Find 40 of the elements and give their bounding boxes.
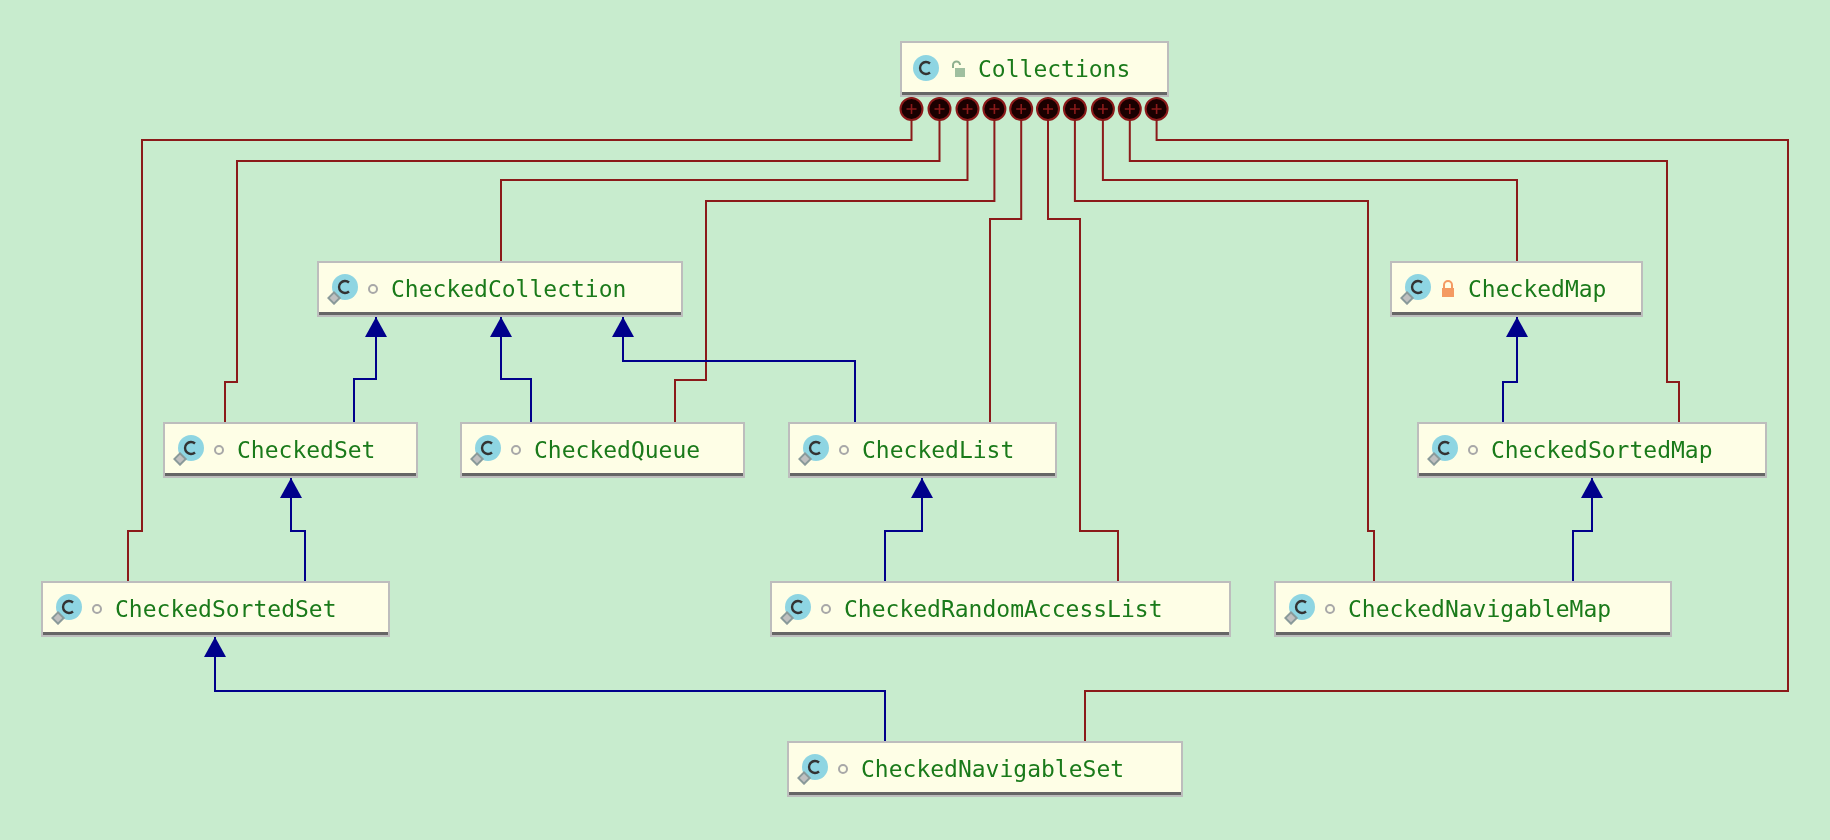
inner-class-connector <box>674 96 1007 423</box>
inheritance-arrow <box>353 316 387 423</box>
class-box <box>460 422 745 478</box>
inheritance-arrow <box>1572 477 1603 582</box>
class-name: CheckedSortedSet <box>115 596 337 622</box>
inheritance-arrow <box>884 477 933 582</box>
class-name: CheckedNavigableSet <box>861 756 1125 782</box>
inner-class-connector <box>500 96 980 262</box>
class-name: CheckedMap <box>1468 276 1607 302</box>
class-box <box>787 741 1183 797</box>
class-name: CheckedRandomAccessList <box>844 596 1163 622</box>
class-name: Collections <box>978 56 1131 82</box>
inheritance-arrow <box>490 316 532 423</box>
inheritance-arrow <box>204 636 886 742</box>
inheritance-arrow <box>612 316 856 423</box>
class-box <box>163 422 418 478</box>
inner-class-connector <box>127 96 924 582</box>
inner-class-connector <box>1036 96 1119 582</box>
inner-class-connector <box>989 96 1034 423</box>
class-box <box>1274 581 1672 637</box>
inheritance-arrow <box>280 477 306 582</box>
class-name: CheckedCollection <box>391 276 627 302</box>
inner-class-connector <box>224 96 952 423</box>
class-name: CheckedList <box>862 437 1015 463</box>
class-box <box>317 261 683 317</box>
class-box <box>900 41 1169 97</box>
class-box <box>41 581 390 637</box>
inner-class-connector <box>1117 96 1680 423</box>
class-name: CheckedNavigableMap <box>1348 596 1612 622</box>
class-box <box>1390 261 1643 317</box>
class-box <box>788 422 1057 478</box>
class-name: CheckedSortedMap <box>1491 437 1713 463</box>
class-box <box>770 581 1231 637</box>
inheritance-arrow <box>1502 316 1528 423</box>
class-box <box>1417 422 1767 478</box>
inner-class-connector <box>1062 96 1375 582</box>
class-name: CheckedQueue <box>534 437 701 463</box>
inner-class-connector <box>1084 96 1789 742</box>
inner-class-connector <box>1090 96 1518 262</box>
class-name: CheckedSet <box>237 437 376 463</box>
